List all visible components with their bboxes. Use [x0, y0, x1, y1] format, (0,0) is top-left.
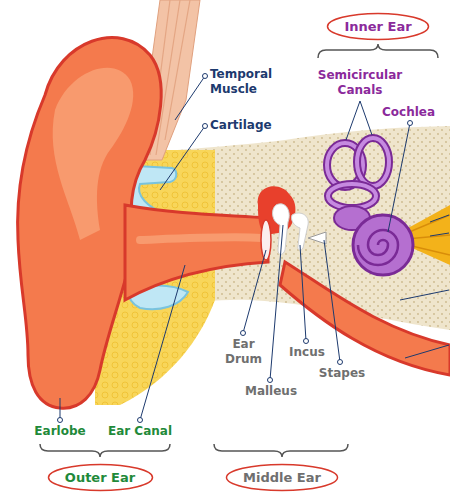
part-label: Earlobe	[22, 424, 98, 439]
cochlea-spiral	[358, 230, 398, 265]
canal-highlight	[140, 237, 262, 240]
auricle-fold	[53, 68, 134, 240]
part-label: Incus	[284, 345, 330, 360]
region-brace	[318, 44, 438, 58]
region-name: Outer Ear	[65, 470, 135, 485]
leader-dots	[58, 74, 413, 423]
part-label: Ear Canal	[100, 424, 180, 439]
part-label: Ear Drum	[221, 337, 266, 367]
part-label: Stapes	[312, 366, 372, 381]
region-name: Middle Ear	[243, 470, 321, 485]
semicircular-canal	[328, 184, 376, 208]
stapes	[308, 232, 326, 244]
ear-drum	[261, 220, 271, 260]
region-oval: Inner Ear	[326, 12, 430, 41]
part-label: Semicircular Canals	[310, 68, 410, 98]
ear-canal	[125, 205, 268, 300]
semicircular-canal	[357, 138, 389, 186]
region-oval: Outer Ear	[47, 463, 154, 492]
cochlea	[353, 215, 413, 275]
region-name: Inner Ear	[344, 19, 411, 34]
semicircular-canal	[357, 138, 389, 186]
semicircular-canal	[328, 184, 376, 208]
incus	[291, 213, 308, 250]
part-label: Malleus	[240, 384, 302, 399]
eustachian-tube	[280, 262, 450, 375]
part-label: Cartilage	[210, 118, 295, 133]
leader-lines	[60, 76, 449, 420]
part-label: Temporal Muscle	[210, 67, 288, 97]
region-brace	[214, 444, 348, 457]
part-label: Cochlea	[382, 105, 446, 120]
region-brace	[40, 444, 170, 457]
region-oval: Middle Ear	[225, 463, 339, 492]
